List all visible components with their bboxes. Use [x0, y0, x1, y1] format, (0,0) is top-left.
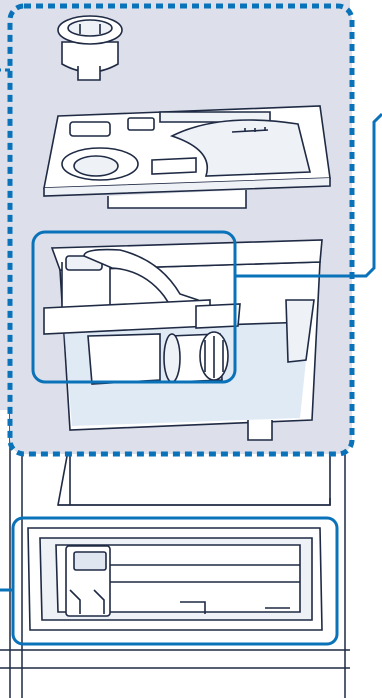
water-tank-icon [44, 240, 322, 440]
tank-compartment-icon [28, 528, 322, 630]
cabinet-side-panel [350, 0, 382, 698]
